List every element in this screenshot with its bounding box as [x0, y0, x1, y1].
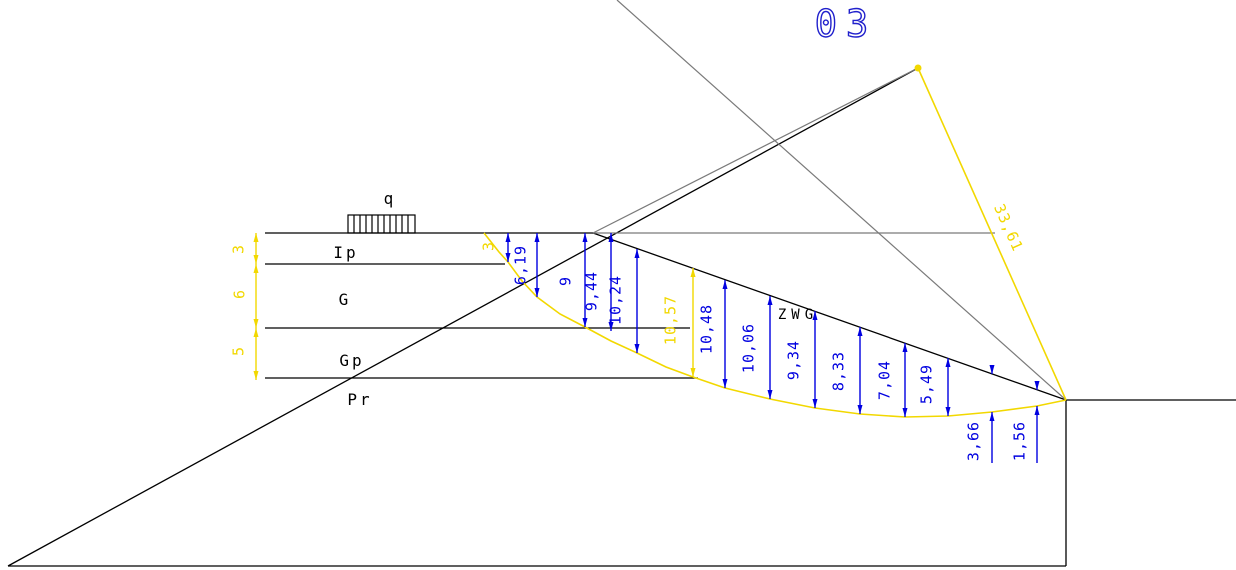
slice-height-label: 10,06	[739, 322, 758, 374]
slice-height-label: 3,66	[964, 420, 983, 462]
drawing-title: 03	[814, 2, 878, 46]
slice-height-label: 6,19	[511, 244, 530, 286]
radius-line	[917, 67, 1067, 401]
slice-height-label: 7,04	[875, 359, 894, 401]
layer-label-ip: Ip	[333, 243, 359, 262]
slice-height-label: 8,33	[829, 350, 848, 392]
slice-height-label: 3	[479, 240, 498, 252]
slice-height-label: 9	[556, 275, 575, 287]
construction-lines	[592, 0, 1067, 401]
slice-height-label: 5,49	[917, 363, 936, 405]
water-table-label: ZWG	[777, 307, 819, 323]
surcharge-hatch	[347, 214, 416, 234]
slice-height-label: 1,56	[1010, 420, 1029, 462]
layer-label-pr: Pr	[347, 390, 373, 409]
slice-height-label: 10,57	[661, 294, 680, 346]
slip-surface-curve	[483, 232, 1067, 418]
layer-label-g: G	[338, 290, 352, 309]
slip-circle	[483, 64, 1067, 418]
left-dim-3: 3	[229, 243, 248, 255]
surcharge-label: q	[383, 189, 397, 208]
slice-height-label: 9,44	[582, 270, 601, 312]
slice-height-label: 9,34	[784, 339, 803, 381]
slice-height-label: 10,24	[606, 274, 625, 326]
layer-lines	[7, 67, 1236, 567]
left-dim-6: 6	[230, 288, 249, 300]
slice-height-label: 10,48	[697, 303, 716, 355]
left-dim-5: 5	[229, 345, 248, 357]
circle-center-dot	[914, 64, 922, 72]
layer-label-gp: Gp	[339, 351, 365, 370]
slice-dimension-lines	[505, 233, 1040, 463]
